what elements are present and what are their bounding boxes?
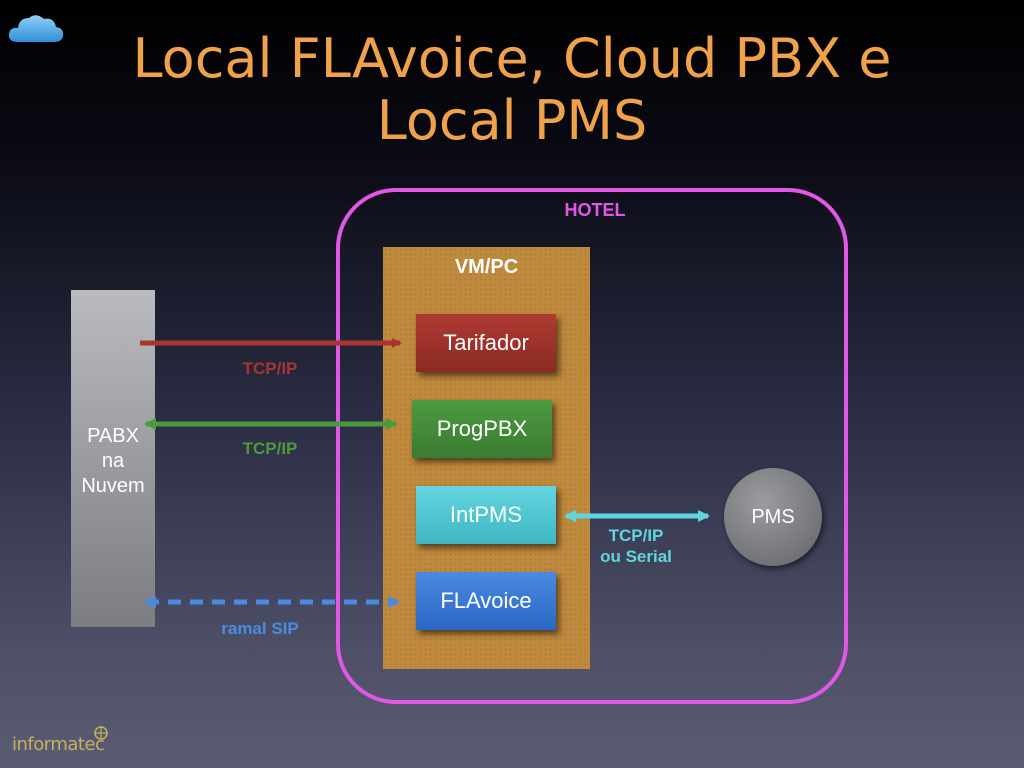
pabx-label-line-2: na [101, 450, 125, 472]
title-line-1: Local FLAvoice, Cloud PBX e [132, 27, 892, 90]
hotel-label: HOTEL [564, 200, 626, 220]
cloud-icon [8, 15, 64, 42]
vm-pc-label: VM/PC [454, 256, 519, 278]
title-line-2: Local PMS [376, 89, 648, 152]
pms-node: PMS [724, 468, 822, 566]
pabx-label: PABX na Nuvem [71, 424, 155, 499]
pms-connection-label: TCP/IP ou Serial [588, 525, 684, 567]
progpbx-connection-label: TCP/IP [242, 439, 298, 458]
tarifador-node: Tarifador [416, 314, 556, 372]
flavoice-node: FLAvoice [416, 572, 556, 630]
pabx-label-line-3: Nuvem [81, 475, 145, 497]
sip-connection-label: ramal SIP [221, 619, 299, 638]
logo-mark-icon [94, 726, 108, 740]
pms-connection-label-line-1: TCP/IP [608, 526, 664, 545]
tarifador-connection-label: TCP/IP [242, 359, 298, 378]
pms-connection-label-line-2: ou Serial [600, 547, 672, 566]
pabx-label-line-1: PABX [87, 425, 139, 447]
progpbx-node: ProgPBX [412, 400, 552, 458]
informatec-logo: informatec [12, 734, 105, 755]
page-title: Local FLAvoice, Cloud PBX e Local PMS [0, 28, 1024, 152]
intpms-node: IntPMS [416, 486, 556, 544]
pabx-box [71, 290, 155, 627]
hotel-boundary [336, 188, 848, 704]
